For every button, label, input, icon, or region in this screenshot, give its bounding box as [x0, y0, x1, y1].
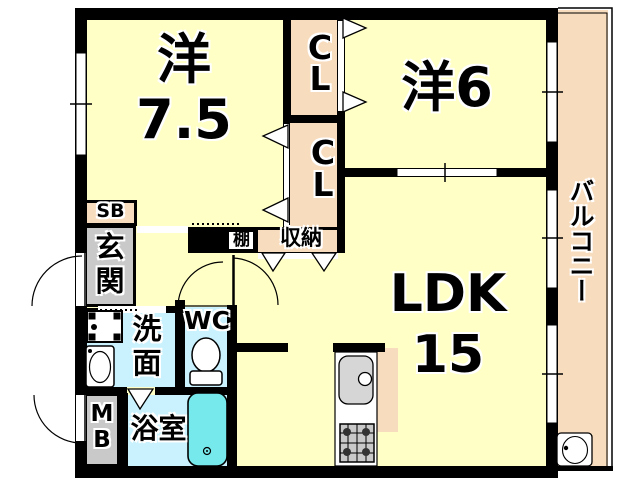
door-arc-wc — [177, 261, 227, 308]
label-closet-top: C L — [307, 28, 333, 98]
wall-bath-row-left — [80, 387, 127, 395]
label-western75: 洋 7.5 — [136, 28, 232, 152]
label-storage: 収納 — [280, 226, 322, 250]
label-entrance: 玄 関 — [95, 230, 125, 298]
wall-closet-right — [337, 112, 345, 253]
stove-icon — [339, 423, 375, 463]
balcony-railing — [558, 7, 613, 468]
kitchen-counter — [375, 348, 398, 432]
label-bathroom: 浴室 — [130, 412, 187, 445]
closet-top-door-strip — [337, 20, 345, 112]
washbasin-icon — [85, 345, 115, 388]
storage-door-strip — [258, 253, 338, 259]
door-arc-meter-box — [33, 394, 83, 444]
hall-opening — [137, 226, 188, 233]
wall-washroom-top-right — [166, 306, 178, 313]
door-arc-ldk — [232, 255, 279, 306]
wall-bottom — [75, 466, 558, 478]
room-fill-balcony — [558, 10, 608, 467]
wall-western6-ldk-left — [345, 168, 397, 177]
toilet-icon — [189, 337, 223, 386]
wall-closet-middle — [283, 115, 345, 123]
label-washroom: 洗 面 — [132, 312, 162, 380]
room-fill-closet-bottom — [289, 123, 337, 227]
label-balcony: バルコニー — [566, 178, 595, 303]
label-shelf: 棚 — [233, 230, 250, 250]
room-fill-closet-top — [291, 20, 337, 115]
label-wc: WC — [184, 306, 230, 335]
label-western6: 洋6 — [401, 56, 493, 119]
shelf-label-chip — [228, 231, 254, 250]
wall-ldk-left — [227, 305, 237, 467]
wall-mb-bath-divider — [120, 393, 128, 467]
label-shoebox: SB — [96, 200, 125, 222]
kitchen-sink-icon — [338, 355, 374, 405]
door-arc-entrance — [31, 255, 83, 307]
door-gap — [76, 253, 86, 441]
bathtub-icon — [187, 392, 228, 467]
wall-western6-ldk-right — [497, 168, 558, 177]
kitchen-unit — [333, 343, 385, 467]
folding-door-icon — [126, 17, 368, 411]
wall-kitchen-stub — [233, 343, 288, 352]
wall-washroom-wc-divider — [175, 300, 185, 388]
room-fill-entrance — [84, 225, 136, 307]
room-fill-storage — [258, 227, 338, 253]
closet-bottom-door-strip — [283, 123, 290, 227]
label-meter-box: M B — [90, 401, 114, 453]
wall-top — [75, 8, 558, 20]
label-ldk: LDK 15 — [389, 264, 507, 386]
wall-closet-left — [283, 20, 291, 123]
window — [70, 41, 563, 424]
wall-bath-row-right — [155, 387, 237, 395]
label-closet-bottom: C L — [310, 133, 336, 205]
balcony-sink-icon — [556, 432, 593, 467]
balcony-bottom-edge — [558, 466, 613, 471]
washing-machine-pan-icon — [86, 310, 123, 343]
